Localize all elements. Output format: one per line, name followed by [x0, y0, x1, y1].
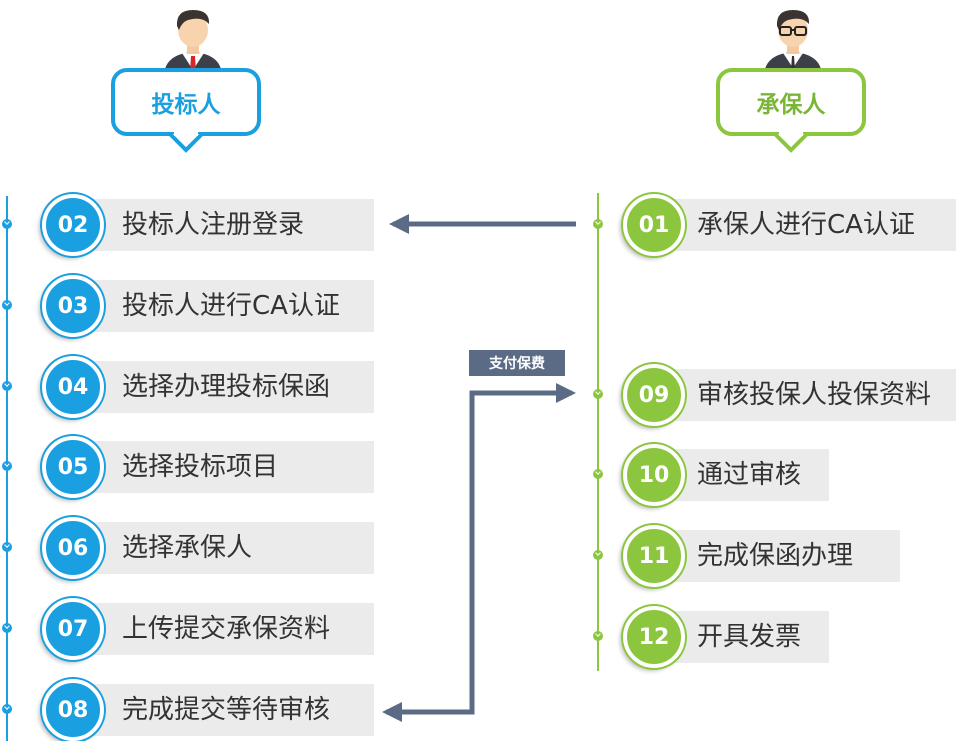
timeline-dot [2, 542, 12, 552]
step-bar [92, 603, 374, 655]
timeline-dot [593, 219, 603, 229]
bidder-bubble-tail [168, 130, 204, 153]
step-label: 完成提交等待审核 [122, 695, 331, 725]
step-number-badge: 08 [42, 679, 104, 741]
step-number-badge: 04 [42, 356, 104, 418]
step-bar [673, 611, 829, 663]
step-label: 完成保函办理 [697, 541, 854, 571]
timeline-dot [2, 381, 12, 391]
timeline-dot [593, 469, 603, 479]
insurer-role-label: 承保人 [716, 68, 866, 136]
step-number-badge: 10 [623, 444, 685, 506]
step-label: 投标人进行CA认证 [122, 291, 340, 321]
step-label: 投标人注册登录 [122, 210, 305, 240]
step-number-badge: 03 [42, 275, 104, 337]
timeline-dot [593, 389, 603, 399]
step-label: 选择办理投标保函 [122, 372, 331, 402]
timeline-dot [2, 461, 12, 471]
step-bar [92, 441, 374, 493]
step-bar [673, 369, 956, 421]
step-label: 上传提交承保资料 [122, 614, 331, 644]
step-bar [92, 522, 374, 574]
timeline-dot [593, 550, 603, 560]
step-bar [92, 361, 374, 413]
step-label: 承保人进行CA认证 [697, 210, 915, 240]
step-label: 开具发票 [697, 622, 802, 652]
step-bar [673, 449, 829, 501]
step-label: 审核投保人投保资料 [697, 380, 932, 410]
step-bar [92, 199, 374, 251]
insurer-bubble-tail [773, 130, 809, 153]
step-label: 选择承保人 [122, 533, 253, 563]
step-number-badge: 11 [623, 525, 685, 587]
timeline-dot [2, 219, 12, 229]
timeline-dot [593, 631, 603, 641]
step-label: 通过审核 [697, 460, 802, 490]
step-number-badge: 12 [623, 606, 685, 668]
step-number-badge: 05 [42, 436, 104, 498]
step-number-badge: 07 [42, 598, 104, 660]
insurer-timeline [597, 193, 599, 671]
step-number-badge: 02 [42, 194, 104, 256]
step-bar [673, 199, 956, 251]
step-bar [92, 280, 374, 332]
step-bar [92, 684, 374, 736]
timeline-dot [2, 704, 12, 714]
timeline-dot [2, 300, 12, 310]
arrow-payment-path [382, 383, 576, 722]
step-number-badge: 09 [623, 364, 685, 426]
step-number-badge: 06 [42, 517, 104, 579]
step-bar [673, 530, 900, 582]
step-number-badge: 01 [623, 194, 685, 256]
payment-label: 支付保费 [469, 350, 565, 376]
step-label: 选择投标项目 [122, 452, 279, 482]
timeline-dot [2, 623, 12, 633]
